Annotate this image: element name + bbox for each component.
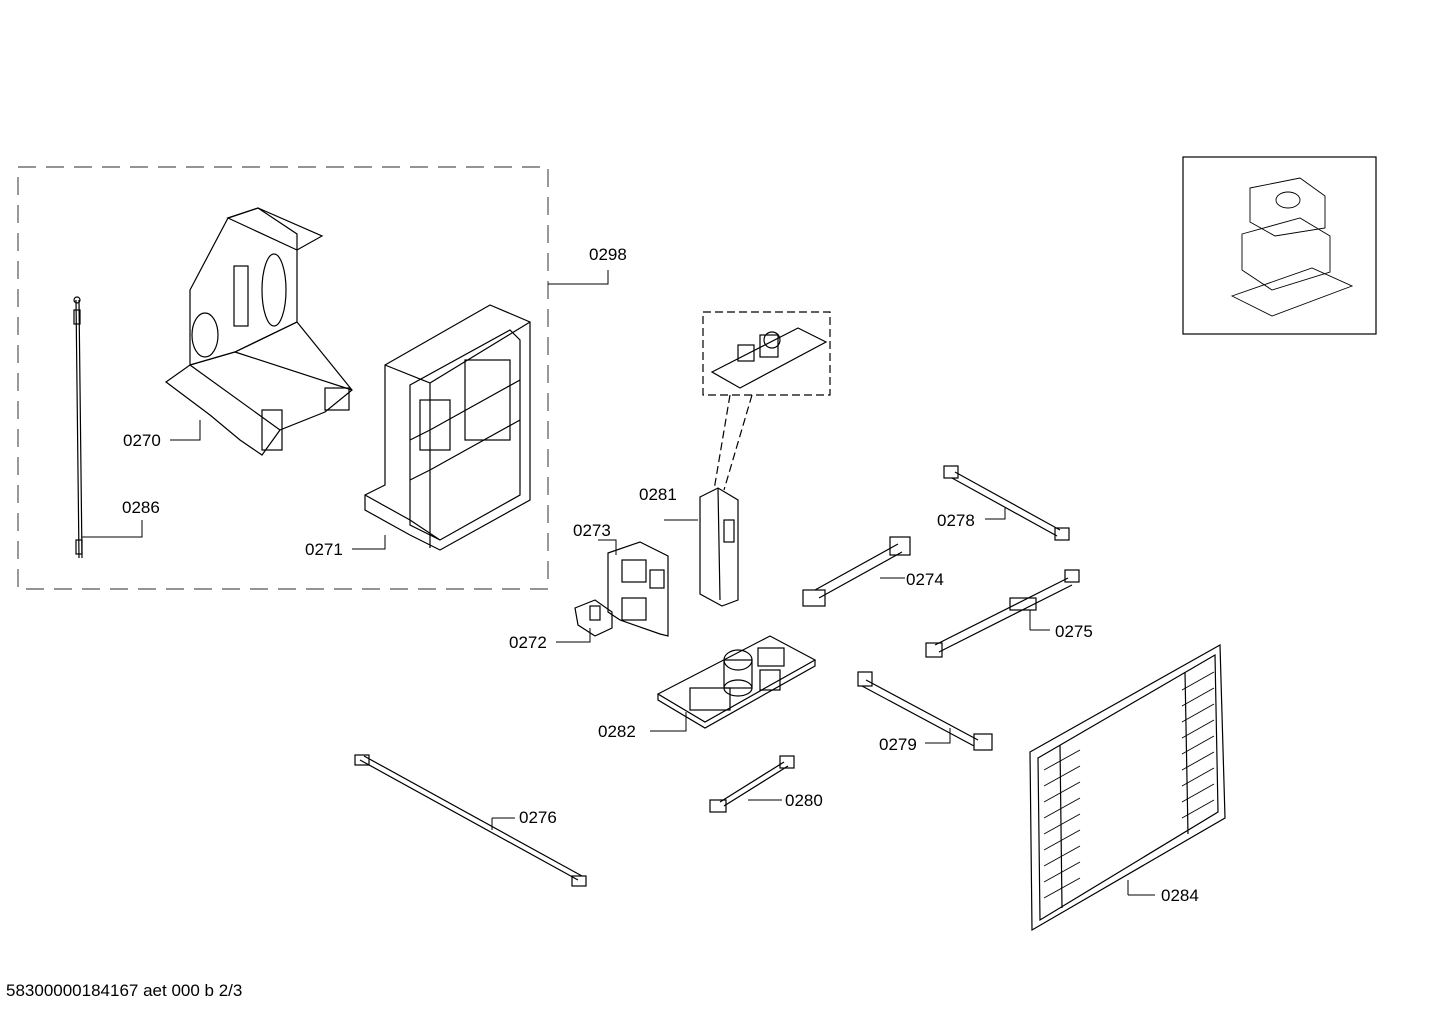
- label-0273: 0273: [573, 521, 611, 540]
- leader-lines: [82, 270, 1155, 896]
- label-0271: 0271: [305, 540, 343, 559]
- detail-zoom-box: [702, 311, 831, 396]
- part-0270-bracket: [164, 207, 353, 456]
- label-0282: 0282: [598, 722, 636, 741]
- part-0286-cable: [73, 296, 83, 559]
- label-0284: 0284: [1161, 886, 1199, 905]
- label-0298: 0298: [589, 245, 627, 264]
- overview-thumbnail: [1230, 177, 1354, 317]
- assembly-group-box: [17, 166, 549, 590]
- part-0271-housing: [364, 304, 531, 551]
- part-0280-cable: [709, 755, 795, 813]
- label-0286: 0286: [122, 498, 160, 517]
- part-0278-cable: [943, 465, 1070, 541]
- document-id-footer: 58300000184167 aet 000 b 2/3: [6, 981, 243, 1000]
- part-0275-cable: [925, 569, 1080, 658]
- label-0281: 0281: [639, 485, 677, 504]
- part-0281-pcb: [699, 487, 739, 607]
- part-0274-cable: [802, 536, 911, 607]
- label-0276: 0276: [519, 808, 557, 827]
- label-0275: 0275: [1055, 622, 1093, 641]
- label-0270: 0270: [123, 431, 161, 450]
- label-0279: 0279: [879, 735, 917, 754]
- label-0274: 0274: [906, 570, 944, 589]
- part-0279-cable: [857, 671, 993, 751]
- part-0272-clip: [574, 599, 613, 637]
- part-0284-grille: [1029, 643, 1226, 932]
- label-0280: 0280: [785, 791, 823, 810]
- part-0273-relay-board: [607, 541, 669, 637]
- detail-pcb: [710, 327, 828, 389]
- label-0278: 0278: [937, 511, 975, 530]
- part-0276-cable: [354, 754, 587, 887]
- label-0272: 0272: [509, 633, 547, 652]
- part-0284-grille-slots: [1043, 671, 1215, 899]
- overview-thumbnail-box: [1182, 156, 1377, 335]
- part-0282-main-pcb: [656, 635, 817, 729]
